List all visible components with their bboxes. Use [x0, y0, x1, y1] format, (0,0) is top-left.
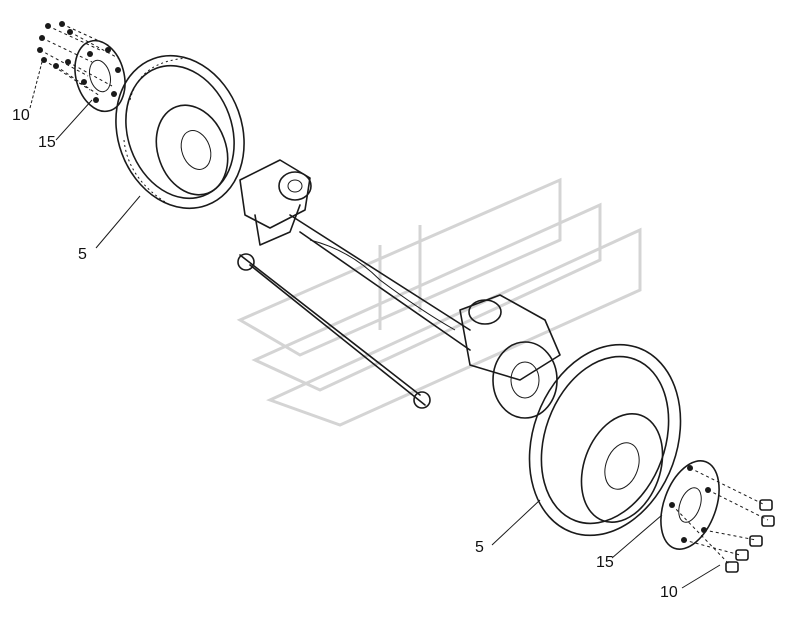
tie-rod: [237, 253, 431, 409]
callout-nut-left: 10: [12, 107, 30, 124]
callout-tire-right: 5: [475, 539, 484, 556]
wheel-nuts-left: [37, 21, 119, 97]
rim-plate-left: [74, 39, 126, 113]
callout-nut-right: 10: [660, 584, 678, 601]
wheel-nuts-right: [671, 467, 775, 573]
callout-rim-right: 15: [596, 554, 614, 571]
callout-rim-left: 15: [38, 134, 56, 151]
axle-beam: [289, 214, 471, 351]
tire-left: [115, 54, 245, 210]
callout-tire-left: 5: [78, 246, 87, 263]
watermark-logo: [236, 177, 642, 427]
tire-right: [528, 343, 682, 537]
leader-lines: [29, 61, 721, 589]
